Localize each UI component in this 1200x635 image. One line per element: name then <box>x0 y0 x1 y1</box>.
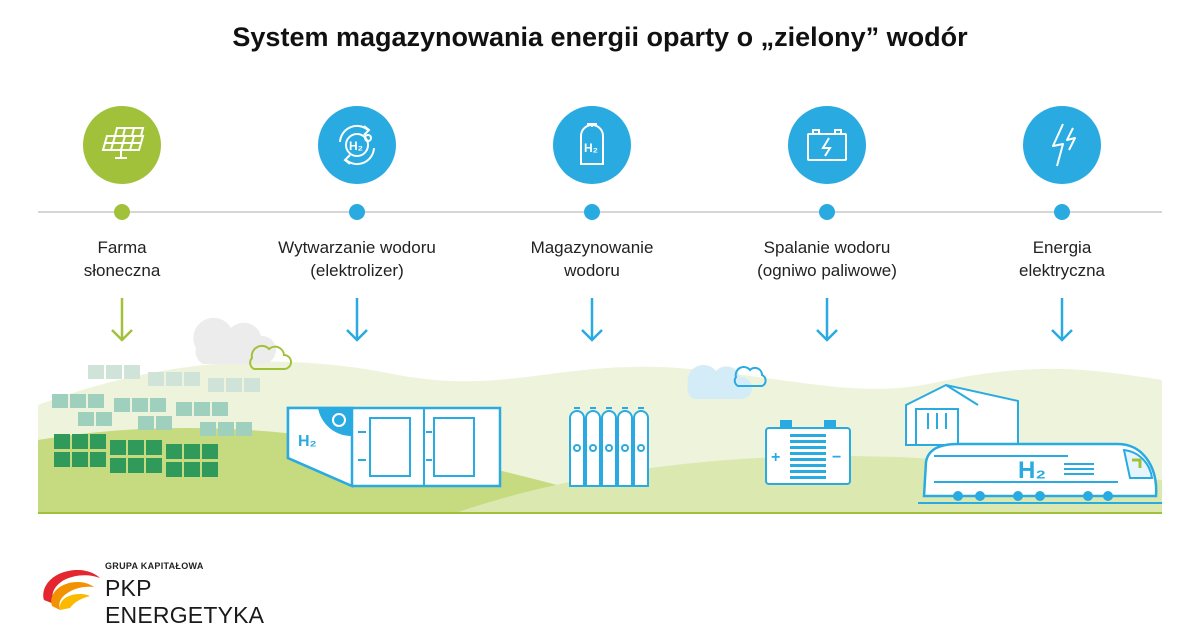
arrow-down-icon <box>581 298 603 342</box>
hydrogen-cycle-icon: H₂ <box>339 125 375 165</box>
logo-company-name: PKP ENERGETYKA <box>105 575 265 628</box>
stage-label: Magazynowanie wodoru <box>492 236 692 282</box>
icon-badge <box>83 106 161 184</box>
hydrogen-tank-icon: H₂ <box>580 123 604 165</box>
stage-label-line1: Spalanie wodoru <box>763 238 891 257</box>
timeline-dot <box>1054 204 1070 220</box>
cloud-right <box>687 364 753 399</box>
stage-label-line2: (ogniwo paliwowe) <box>757 261 897 280</box>
svg-text:−: − <box>832 449 841 466</box>
battery-icon <box>807 129 847 161</box>
timeline-dot <box>819 204 835 220</box>
fuel-cell-unit: + − <box>765 420 851 485</box>
svg-text:H₂: H₂ <box>349 139 363 153</box>
substation <box>905 383 1019 446</box>
pkp-logo-mark-icon <box>43 570 100 610</box>
icon-badge: H₂ <box>553 106 631 184</box>
icon-badge <box>1023 106 1101 184</box>
solar-farm <box>52 365 260 477</box>
solar-panel-icon <box>101 127 145 159</box>
cloud-left <box>193 317 277 364</box>
svg-text:H₂: H₂ <box>584 141 598 155</box>
diagram-title: System magazynowania energii oparty o „z… <box>232 22 968 52</box>
landscape-scene: H₂ + − <box>38 317 1162 514</box>
stage-label-line1: Magazynowanie <box>530 238 654 257</box>
stage-label: Farma słoneczna <box>22 236 222 282</box>
stage-label-line1: Farma <box>97 238 147 257</box>
stage-label: Energia elektryczna <box>962 236 1162 282</box>
logo-group-text: GRUPA KAPITAŁOWA <box>105 561 204 571</box>
lightning-icon <box>1052 123 1076 167</box>
electrolyzer-container: H₂ <box>286 406 502 488</box>
icon-badge: H₂ <box>318 106 396 184</box>
arrow-down-icon <box>111 298 133 342</box>
icon-badge <box>788 106 866 184</box>
process-timeline <box>38 211 1162 213</box>
timeline-dot <box>349 204 365 220</box>
train-h2-label: H₂ <box>1018 457 1046 484</box>
electrolyzer-h2-label: H₂ <box>298 433 317 450</box>
hydrogen-train: H₂ <box>918 442 1162 504</box>
timeline-dot <box>584 204 600 220</box>
arrow-down-icon <box>1051 298 1073 342</box>
stage-label-line2: (elektrolizer) <box>310 261 404 280</box>
stage-label: Wytwarzanie wodoru (elektrolizer) <box>257 236 457 282</box>
stage-label-line2: słoneczna <box>83 261 161 280</box>
stage-label-line2: wodoru <box>564 261 620 280</box>
timeline-dot <box>114 204 130 220</box>
stage-label-line1: Energia <box>1032 238 1092 257</box>
stage-label: Spalanie wodoru (ogniwo paliwowe) <box>727 236 927 282</box>
stage-label-line2: elektryczna <box>1019 261 1105 280</box>
arrow-down-icon <box>346 298 368 342</box>
cloud-left-outline <box>249 344 292 370</box>
hydrogen-cylinders <box>569 407 649 487</box>
arrow-down-icon <box>816 298 838 342</box>
company-logo: GRUPA KAPITAŁOWA PKP ENERGETYKA <box>38 560 298 628</box>
stage-label-line1: Wytwarzanie wodoru <box>278 238 436 257</box>
svg-text:+: + <box>771 449 780 466</box>
cloud-right-outline <box>733 366 767 387</box>
